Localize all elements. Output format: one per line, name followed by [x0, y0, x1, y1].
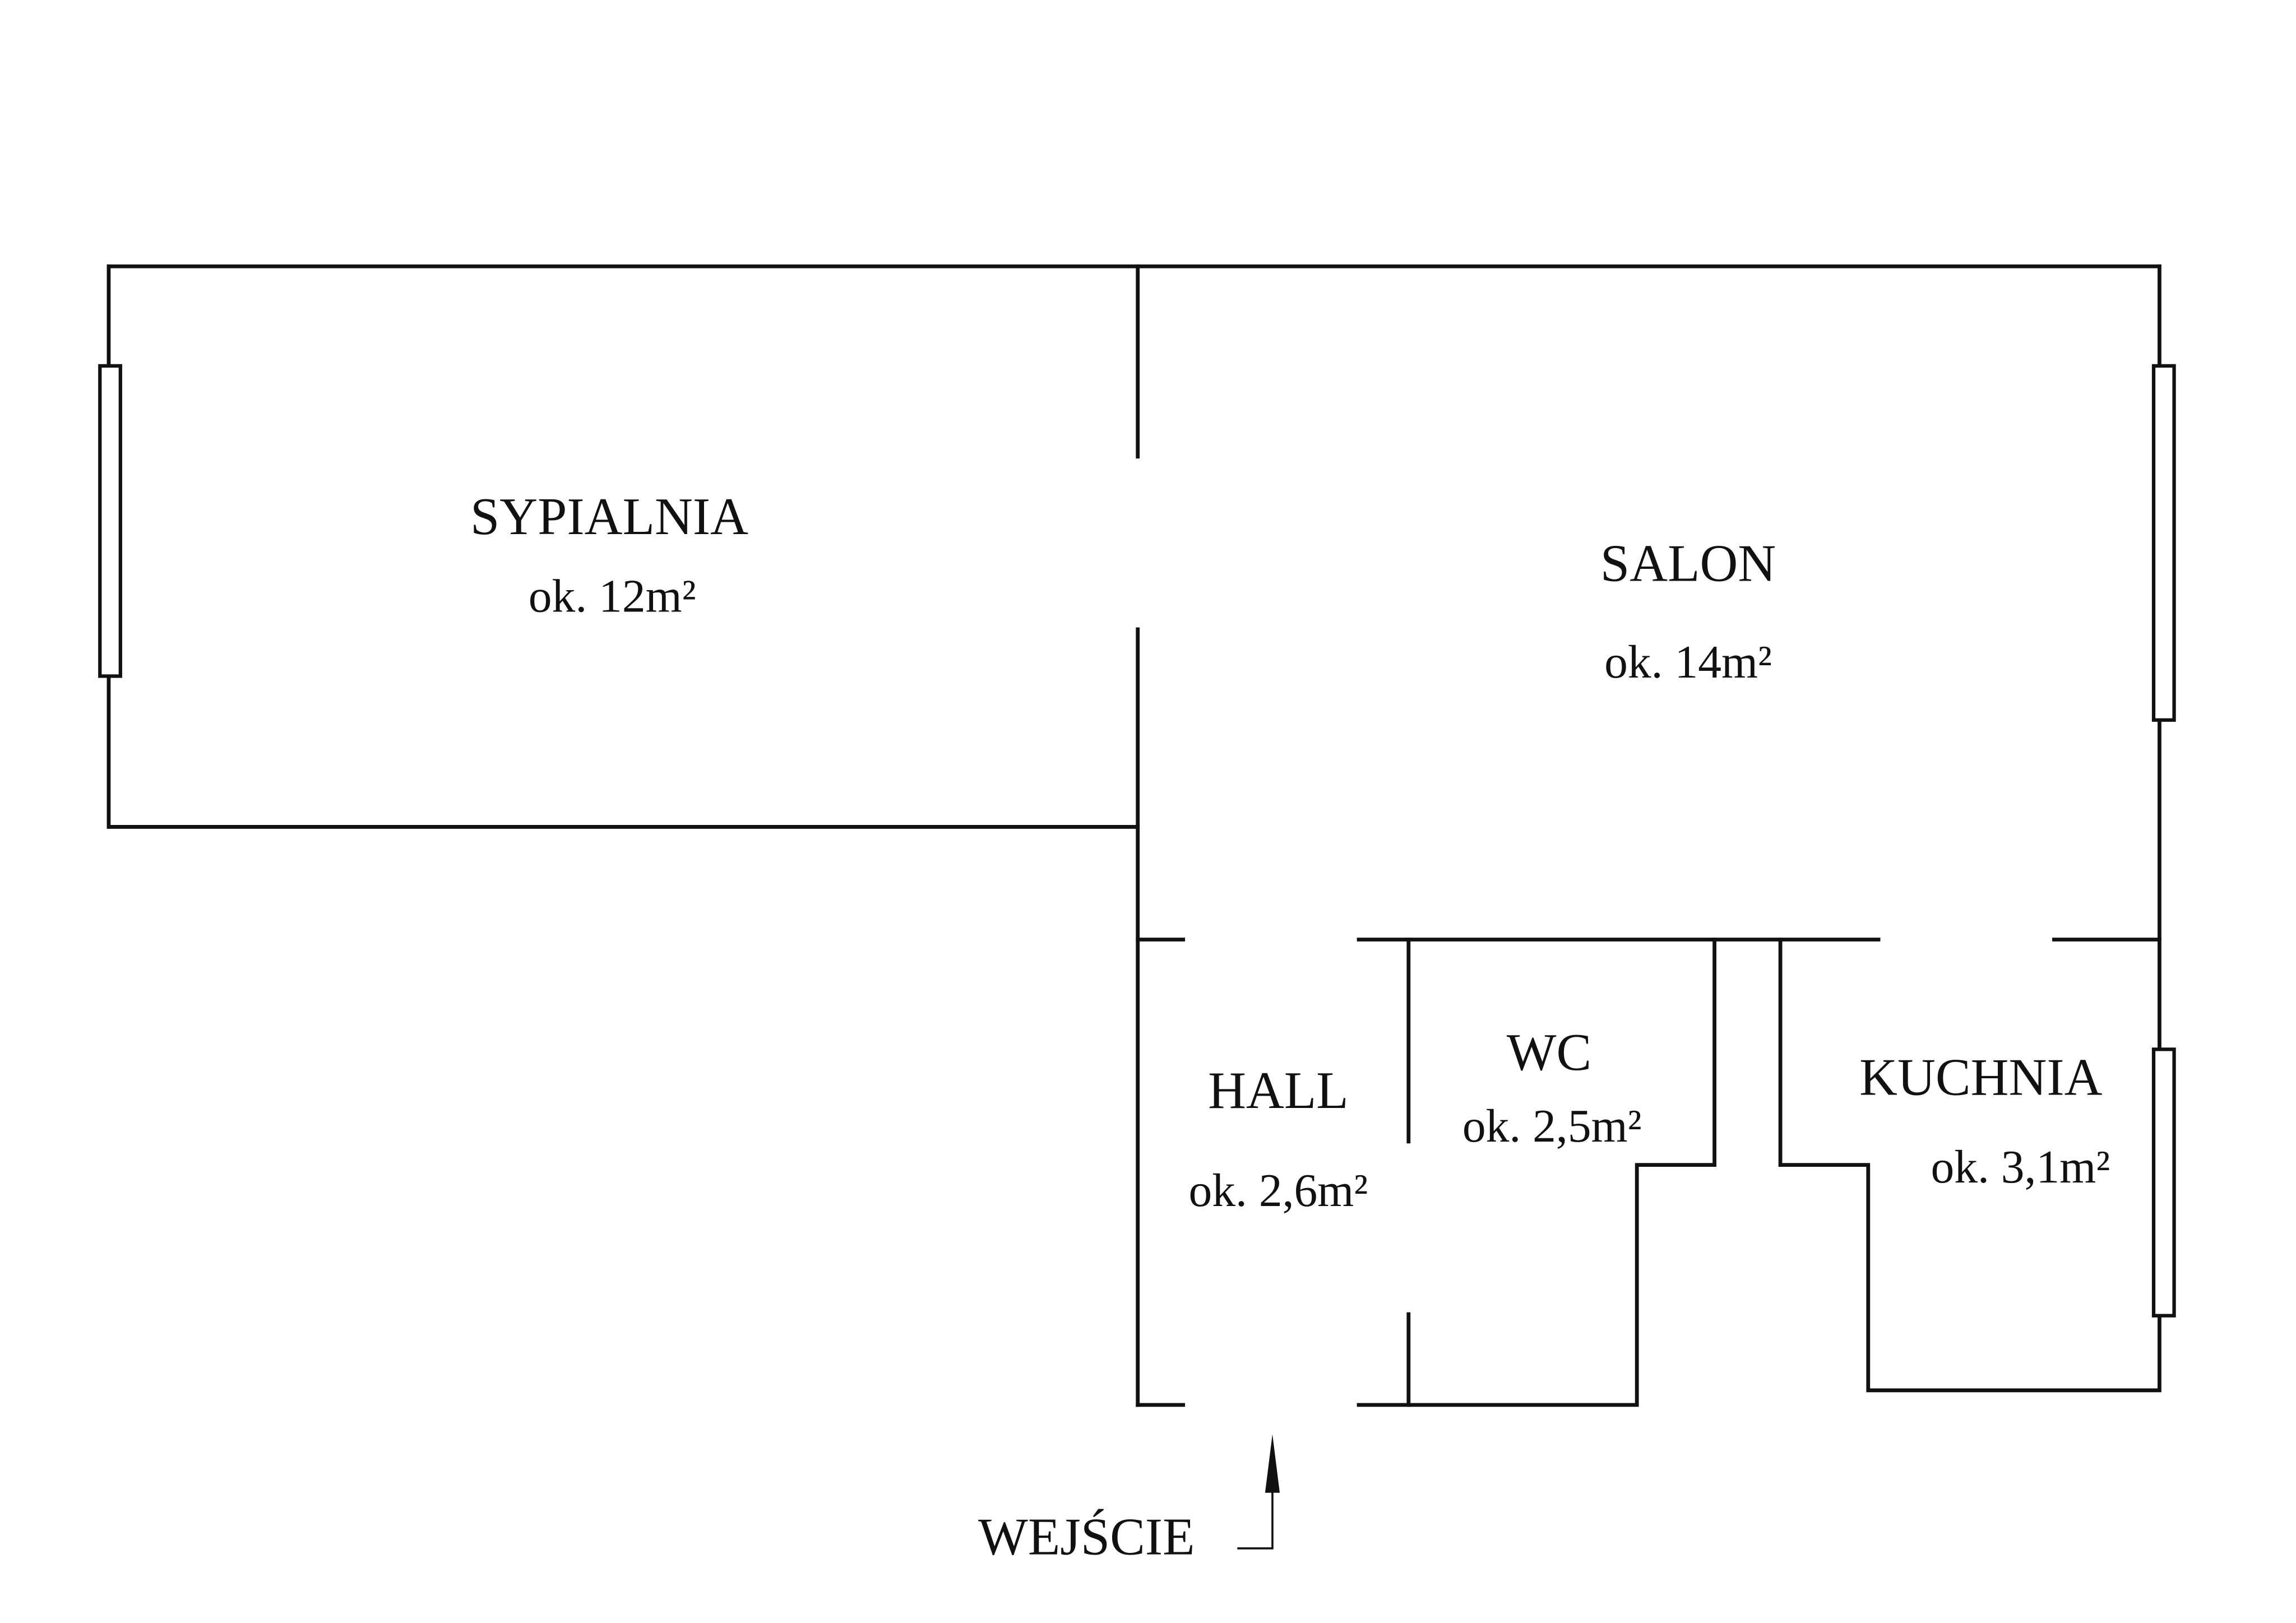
- window-sypialnia: [98, 364, 122, 678]
- entrance-arrow-icon: [1237, 1434, 1280, 1550]
- walls: [107, 264, 2161, 1407]
- room-name-salon: SALON: [1600, 535, 1776, 593]
- room-name-kuchnia: KUCHNIA: [1859, 1048, 2103, 1106]
- room-area-wc: ok. 2,5m²: [1462, 1101, 1642, 1152]
- room-area-salon: ok. 14m²: [1604, 637, 1772, 688]
- room-name-wc: WC: [1507, 1023, 1591, 1082]
- room-area-hall: ok. 2,6m²: [1189, 1165, 1368, 1217]
- room-area-sypialnia: ok. 12m²: [529, 571, 696, 623]
- room-area-kuchnia: ok. 3,1m²: [1931, 1142, 2110, 1193]
- room-name-sypialnia: SYPIALNIA: [470, 488, 748, 546]
- entrance-label: WEJŚCIE: [978, 1508, 1195, 1566]
- window-kuchnia: [2151, 1047, 2176, 1318]
- window-salon: [2151, 364, 2176, 722]
- room-name-hall: HALL: [1208, 1061, 1349, 1120]
